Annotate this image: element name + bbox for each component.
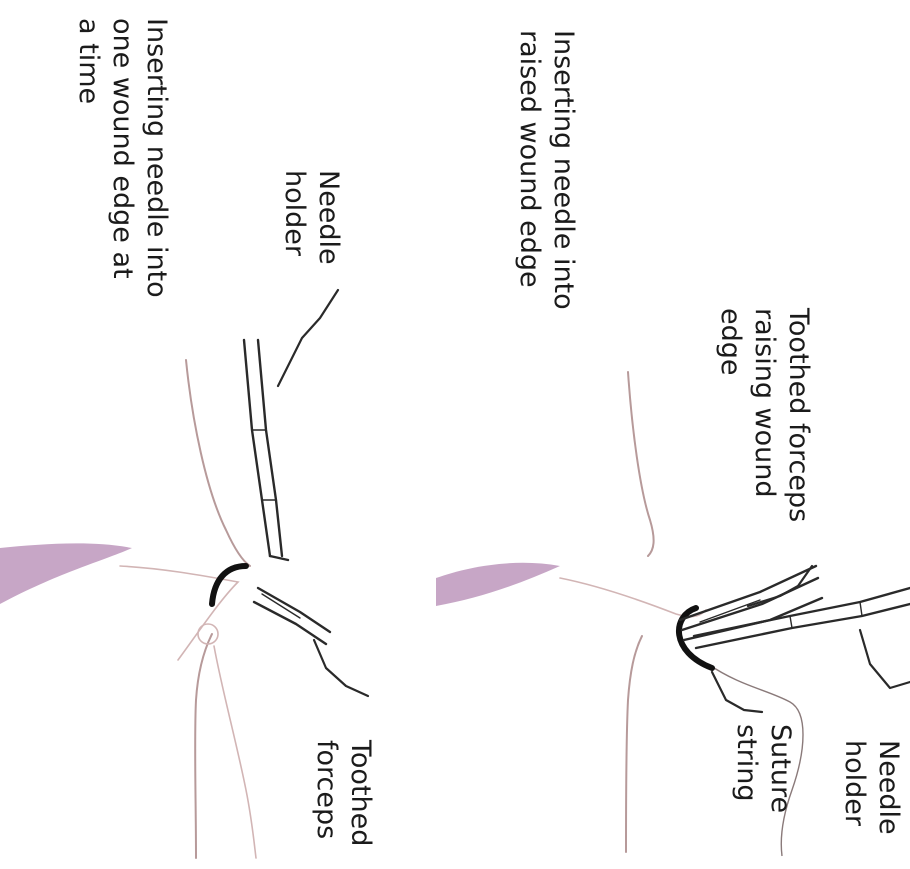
svg-text:Suture: Suture xyxy=(765,724,796,813)
panel-one-wound-edge: Inserting needle into one wound edge at … xyxy=(0,18,376,858)
leader-toothed-forceps-1 xyxy=(314,640,368,696)
needle-holder-instrument xyxy=(694,588,910,648)
caption-panel-1: Inserting needle into one wound edge at … xyxy=(73,18,172,298)
wound-wedge xyxy=(0,543,132,604)
skin-raised-flap xyxy=(560,578,706,617)
skin-surface-upper xyxy=(186,360,250,566)
svg-text:holder: holder xyxy=(839,740,870,827)
svg-text:holder: holder xyxy=(279,170,310,257)
panel-raised-wound-edge: Inserting needle into raised wound edge xyxy=(436,30,910,856)
svg-text:forceps: forceps xyxy=(311,740,342,839)
skin-surface-lower xyxy=(195,634,212,858)
caption-line: one wound edge at xyxy=(107,18,138,279)
caption-line: a time xyxy=(73,18,104,104)
label-toothed-forceps-2: Toothed forceps raising wound edge xyxy=(715,307,814,522)
label-suture-string: Suture string xyxy=(731,724,796,813)
curved-needle xyxy=(212,566,246,604)
label-toothed-forceps-1: Toothed forceps xyxy=(311,739,376,846)
caption-line: Inserting needle into xyxy=(548,30,579,310)
svg-text:Toothed forceps: Toothed forceps xyxy=(783,307,814,522)
toothed-forceps-instrument xyxy=(254,588,330,644)
caption-line: Inserting needle into xyxy=(141,18,172,298)
svg-text:Needle: Needle xyxy=(313,170,344,265)
skin-curve xyxy=(214,646,256,858)
svg-text:string: string xyxy=(731,724,762,802)
svg-text:Needle: Needle xyxy=(873,740,904,835)
label-needle-holder-2: Needle holder xyxy=(839,740,904,835)
caption-panel-2: Inserting needle into raised wound edge xyxy=(514,30,579,310)
skin-surface-upper xyxy=(628,372,654,556)
toothed-forceps-instrument xyxy=(680,566,822,640)
leader-needle-holder-2 xyxy=(860,630,910,688)
needle-holder-instrument xyxy=(244,340,288,560)
svg-text:Toothed: Toothed xyxy=(345,739,376,846)
leader-needle-holder xyxy=(278,290,338,386)
label-needle-holder-1: Needle holder xyxy=(279,170,344,265)
leader-suture-string xyxy=(712,672,762,712)
wound-wedge xyxy=(436,563,560,606)
svg-text:raising wound: raising wound xyxy=(749,308,780,498)
skin-surface-lower xyxy=(626,636,642,852)
caption-line: raised wound edge xyxy=(514,30,545,288)
svg-text:edge: edge xyxy=(715,308,746,376)
